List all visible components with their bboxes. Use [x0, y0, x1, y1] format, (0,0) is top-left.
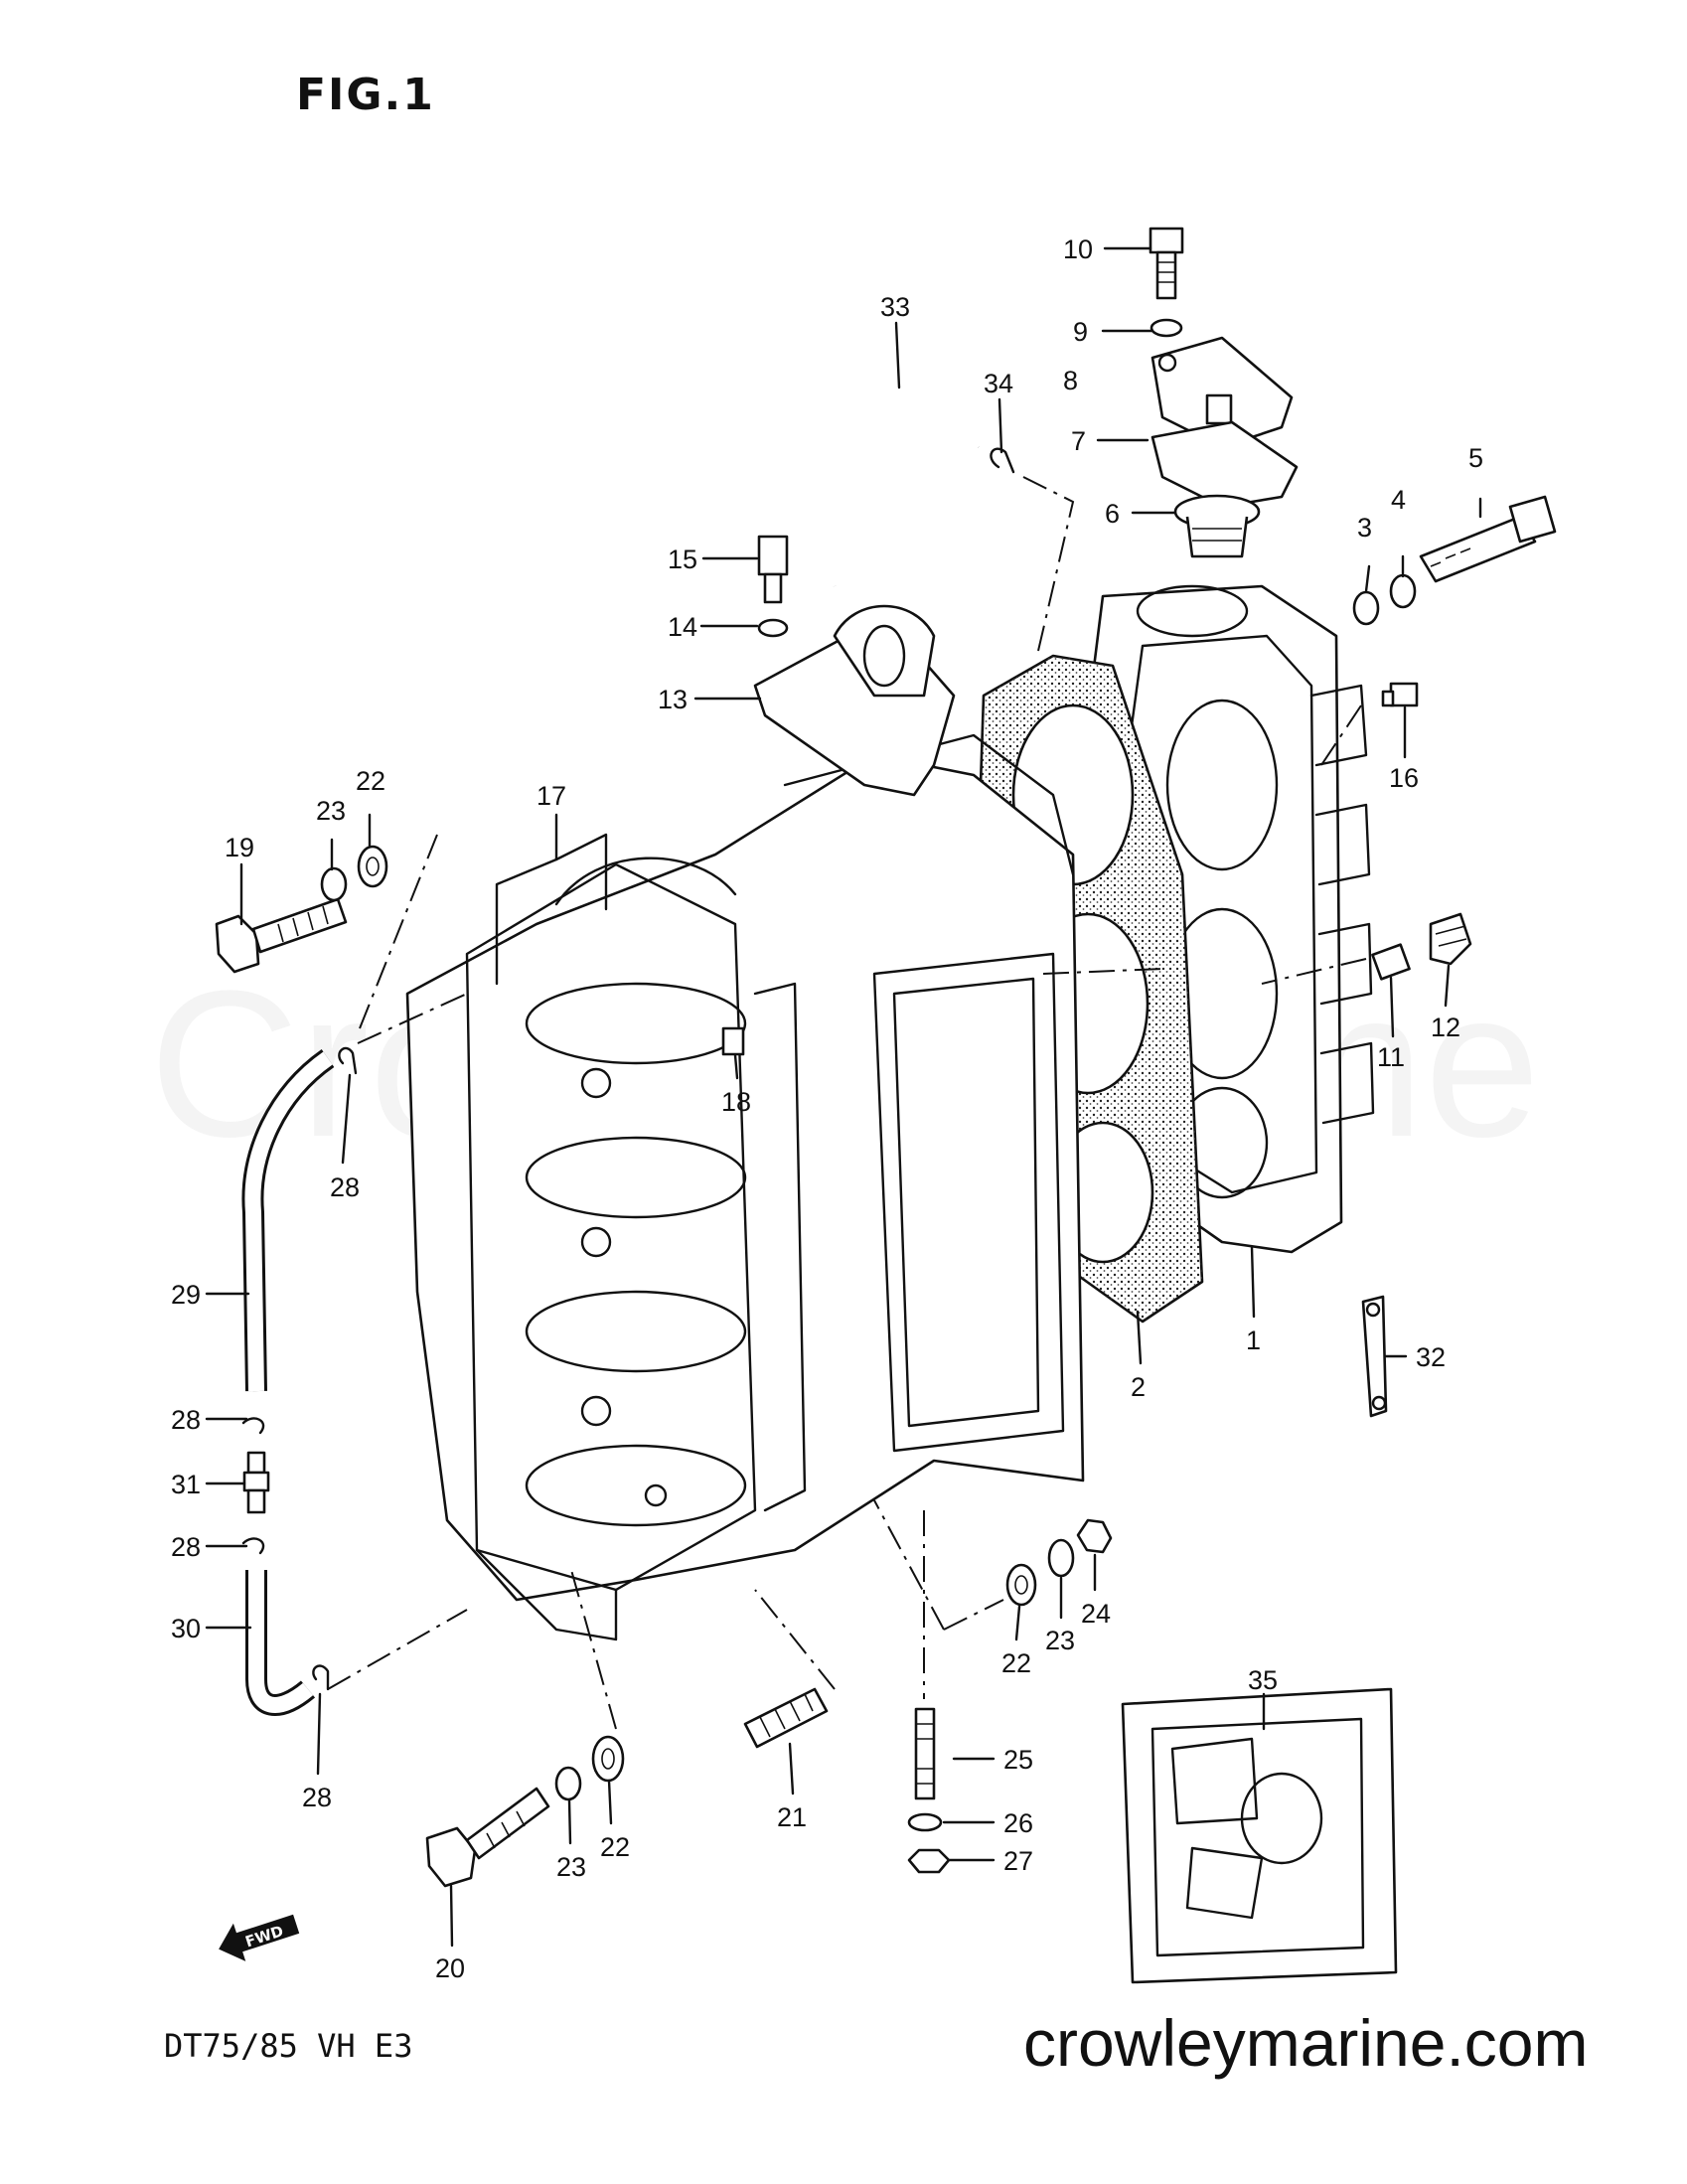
water-hose-33-inner [822, 389, 985, 587]
screw-15 [757, 535, 789, 604]
callout-23-bottom: 23 [556, 1852, 586, 1882]
callout-34: 34 [984, 369, 1013, 398]
washer-9 [1150, 318, 1183, 338]
hose-29 [241, 1048, 335, 1392]
clip-28-b [241, 1417, 265, 1435]
callout-12: 12 [1431, 1013, 1460, 1042]
callout-23-top: 23 [316, 796, 346, 826]
callout-1: 1 [1246, 1326, 1261, 1355]
callout-5: 5 [1468, 443, 1483, 473]
bolt-20 [425, 1787, 550, 1888]
callout-28-d: 28 [302, 1783, 332, 1812]
washer-4 [1389, 573, 1417, 609]
callout-10: 10 [1063, 234, 1093, 264]
fitting-31 [242, 1451, 270, 1514]
website-text: crowleymarine.com [1023, 2006, 1589, 2080]
callout-28-b: 28 [171, 1405, 201, 1435]
gasket-set-35 [1121, 1687, 1398, 1984]
forward-direction-arrow: FWD [219, 1914, 300, 1961]
clip-28-a [338, 1046, 358, 1075]
assembly-lines [327, 476, 1367, 1730]
callout-22-top: 22 [356, 766, 385, 796]
washer-26 [907, 1812, 943, 1832]
callout-22-right: 22 [1001, 1648, 1031, 1678]
callout-16: 16 [1389, 763, 1419, 793]
callout-18: 18 [721, 1087, 751, 1117]
callout-33: 33 [880, 292, 910, 322]
callout-17: 17 [537, 781, 566, 811]
callout-31: 31 [171, 1470, 201, 1499]
bolt-10 [1149, 227, 1184, 300]
washer-23-right [1047, 1538, 1075, 1578]
callout-27: 27 [1003, 1846, 1033, 1876]
fitting-11 [1371, 943, 1411, 981]
callout-35: 35 [1248, 1665, 1278, 1695]
stud-25 [914, 1707, 936, 1800]
nut-27 [907, 1848, 951, 1874]
callout-28-c: 28 [171, 1532, 201, 1562]
callout-23-right: 23 [1045, 1626, 1075, 1655]
callout-7: 7 [1071, 426, 1086, 456]
callout-25: 25 [1003, 1745, 1033, 1775]
callout-3: 3 [1357, 513, 1372, 543]
nut-24 [1076, 1518, 1113, 1554]
clip-34 [990, 447, 1015, 474]
thermostat [1173, 494, 1261, 558]
callout-28-a: 28 [330, 1172, 360, 1202]
stud-21 [743, 1687, 829, 1749]
washer-22-bottom [591, 1735, 625, 1783]
bolt-5 [1419, 495, 1557, 583]
cylinder-block [405, 733, 1085, 1641]
callout-6: 6 [1105, 499, 1120, 529]
callout-26: 26 [1003, 1808, 1033, 1838]
callout-8: 8 [1063, 366, 1078, 395]
washer-23-bottom [554, 1766, 582, 1801]
callout-29: 29 [171, 1280, 201, 1310]
washer-23-top [320, 866, 348, 902]
callout-2: 2 [1131, 1372, 1146, 1402]
callout-24: 24 [1081, 1599, 1111, 1629]
callout-30: 30 [171, 1614, 201, 1643]
bolt-19 [215, 897, 348, 974]
washer-22-right [1005, 1563, 1037, 1607]
plug-16 [1381, 682, 1419, 707]
exhaust-cover-plate [753, 604, 956, 797]
washer-3 [1352, 590, 1380, 626]
leader-lines [205, 246, 1482, 1948]
dowel-pin-18 [721, 1026, 745, 1056]
clip-28-d [312, 1664, 330, 1691]
figure-title: FIG.1 [296, 70, 435, 120]
washer-14 [757, 618, 789, 638]
callout-19: 19 [225, 833, 254, 862]
callout-14: 14 [668, 612, 697, 642]
callout-labels: 10 9 8 7 6 5 4 3 33 34 15 14 13 16 11 12… [171, 234, 1483, 1983]
callout-11: 11 [1377, 1042, 1405, 1072]
callout-4: 4 [1391, 485, 1406, 515]
callout-13: 13 [658, 685, 688, 714]
thermostat-gasket [1150, 420, 1299, 509]
callout-22-bottom: 22 [600, 1832, 630, 1862]
callout-32: 32 [1416, 1342, 1446, 1372]
grommet-12 [1429, 912, 1472, 966]
callout-15: 15 [668, 545, 697, 574]
model-code: DT75/85 VH E3 [164, 2027, 413, 2065]
clip-28-c [241, 1537, 265, 1555]
bracket-32 [1361, 1295, 1388, 1418]
thermostat-cover [1150, 336, 1294, 449]
washer-22-top [357, 845, 388, 888]
fwd-label: FWD [243, 1922, 286, 1950]
callout-20: 20 [435, 1953, 465, 1983]
callout-9: 9 [1073, 317, 1088, 347]
callout-21: 21 [777, 1802, 807, 1832]
